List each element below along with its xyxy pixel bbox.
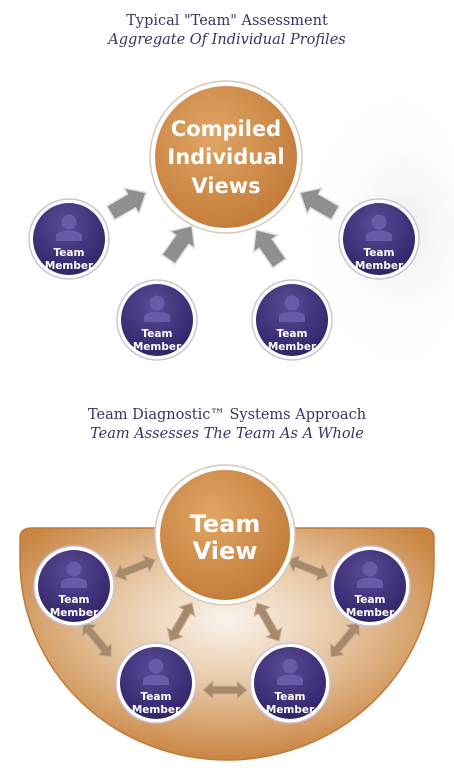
member-label-line-1: Team — [142, 328, 173, 340]
member-label-line-1: Team — [59, 594, 90, 606]
bottom-center-node: Team View — [154, 464, 296, 606]
bottom-member-2: Team Member — [115, 642, 197, 724]
bottom-member-3: Team Member — [249, 642, 331, 724]
member-label-line-1: Team — [364, 247, 395, 259]
bottom-member-4: Team Member — [329, 545, 411, 627]
member-label-line-2: Member — [133, 341, 182, 353]
top-subtitle: Aggregate Of Individual Profiles — [108, 32, 346, 48]
top-member-3: Team Member — [251, 279, 333, 361]
bottom-member-1: Team Member — [33, 545, 115, 627]
member-label-line-2: Member — [266, 704, 315, 716]
top-arrow-left — [102, 178, 155, 227]
bottom-diagram-heading: Team Diagnostic™ Systems Approach Team A… — [0, 406, 454, 444]
member-label-line-1: Team — [277, 328, 308, 340]
top-title: Typical "Team" Assessment — [126, 13, 328, 29]
member-label-line-2: Member — [132, 704, 181, 716]
bottom-center-line-1: Team — [190, 510, 261, 538]
top-center-node: Compiled Individual Views — [149, 80, 303, 234]
bottom-center-line-2: View — [193, 537, 258, 565]
member-label-line-2: Member — [50, 607, 99, 619]
member-label-line-2: Member — [268, 341, 317, 353]
top-diagram-heading: Typical "Team" Assessment Aggregate Of I… — [0, 12, 454, 50]
top-member-2: Team Member — [116, 279, 198, 361]
member-label-line-2: Member — [355, 260, 404, 272]
member-label-line-1: Team — [355, 594, 386, 606]
top-center-line-1: Compiled — [171, 117, 281, 141]
member-label-line-1: Team — [54, 247, 85, 259]
member-label-line-1: Team — [141, 691, 172, 703]
top-member-1: Team Member — [28, 198, 110, 280]
member-label-line-2: Member — [346, 607, 395, 619]
member-label-line-2: Member — [45, 260, 94, 272]
top-center-line-2: Individual — [167, 145, 284, 169]
member-label-line-1: Team — [275, 691, 306, 703]
top-center-line-3: Views — [191, 174, 260, 198]
top-member-4: Team Member — [338, 198, 420, 280]
bottom-subtitle: Team Assesses The Team As A Whole — [90, 426, 364, 442]
bottom-title: Team Diagnostic™ Systems Approach — [87, 407, 367, 423]
